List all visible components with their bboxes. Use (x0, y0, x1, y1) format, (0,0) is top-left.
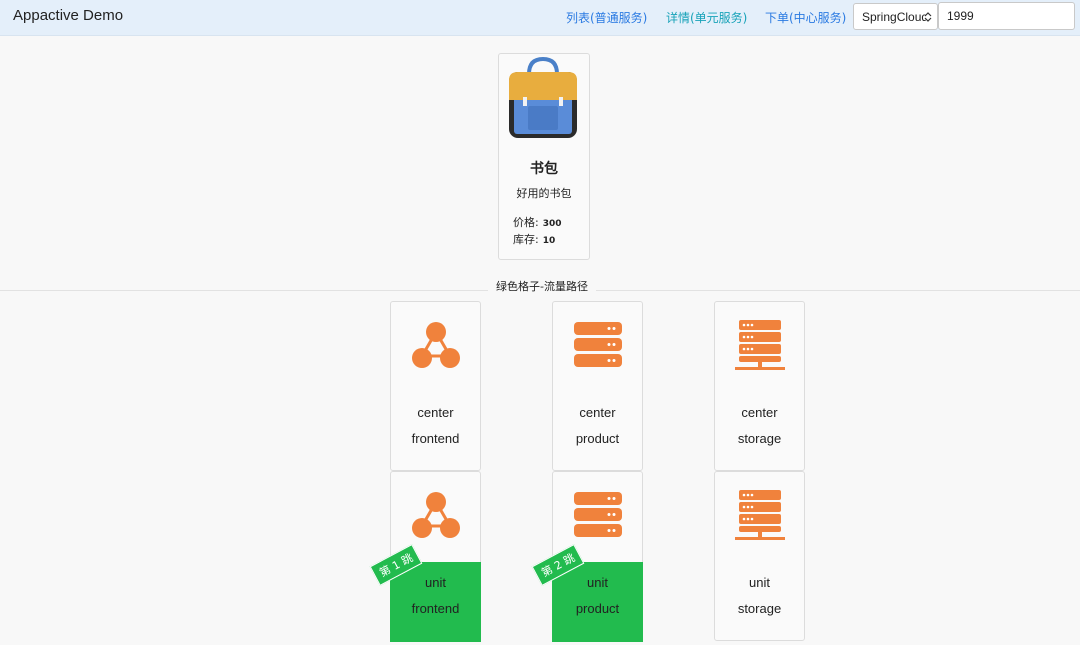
service-app-label: frontend (411, 601, 460, 616)
price-value: 300 (542, 219, 562, 229)
product-name: 书包 (530, 161, 558, 177)
product-card: 书包 好用的书包 价格:300 库存:10 (498, 53, 590, 260)
app-brand[interactable]: Appactive Demo (13, 7, 124, 24)
service-app-label: product (575, 601, 620, 616)
service-cell-center-storage[interactable]: center storage (714, 301, 805, 471)
nav-link-order[interactable]: 下单(中心服务) (765, 11, 847, 25)
service-tier-label: unit (425, 575, 446, 590)
section-title: 绿色格子-流量路径 (488, 278, 596, 294)
service-cell-center-product[interactable]: center product (552, 301, 643, 471)
nav-link-detail[interactable]: 详情(单元服务) (666, 11, 748, 25)
stock-value: 10 (542, 236, 556, 246)
service-app-label: storage (737, 431, 782, 446)
product-description: 好用的书包 (516, 187, 572, 200)
service-app-label: frontend (411, 431, 460, 446)
product-id-input[interactable] (938, 2, 1075, 30)
cluster-icon (412, 492, 460, 538)
service-tier-label: unit (749, 575, 770, 590)
framework-select-value: SpringCloud (862, 9, 926, 24)
service-cell-unit-storage[interactable]: unit storage (714, 471, 805, 641)
traffic-highlight (390, 562, 481, 642)
stock-label: 库存: (513, 233, 539, 246)
product-stock-row: 库存:10 (513, 231, 555, 247)
server-stack-icon (574, 492, 622, 537)
service-cell-unit-frontend[interactable]: 第 1 跳 unit frontend (369, 471, 481, 642)
product-price-row: 价格:300 (513, 214, 562, 230)
price-label: 价格: (513, 216, 539, 229)
service-app-label: product (575, 431, 620, 446)
top-navbar: Appactive Demo 列表(普通服务) 详情(单元服务) 下单(中心服务… (0, 0, 1080, 36)
service-tier-label: unit (587, 575, 608, 590)
nav-link-list[interactable]: 列表(普通服务) (566, 11, 648, 25)
traffic-highlight (552, 562, 643, 642)
service-tier-label: center (579, 405, 616, 420)
storage-rack-icon (735, 320, 785, 370)
chevron-updown-icon (924, 12, 932, 22)
service-tier-label: center (741, 405, 778, 420)
cluster-icon (412, 322, 460, 368)
backpack-icon (509, 56, 577, 138)
storage-rack-icon (735, 490, 785, 540)
service-cell-unit-product[interactable]: 第 2 跳 unit product (531, 471, 643, 642)
server-stack-icon (574, 322, 622, 367)
service-app-label: storage (737, 601, 782, 616)
service-cell-center-frontend[interactable]: center frontend (390, 301, 481, 471)
framework-select[interactable]: SpringCloud (853, 3, 938, 30)
service-tier-label: center (417, 405, 454, 420)
